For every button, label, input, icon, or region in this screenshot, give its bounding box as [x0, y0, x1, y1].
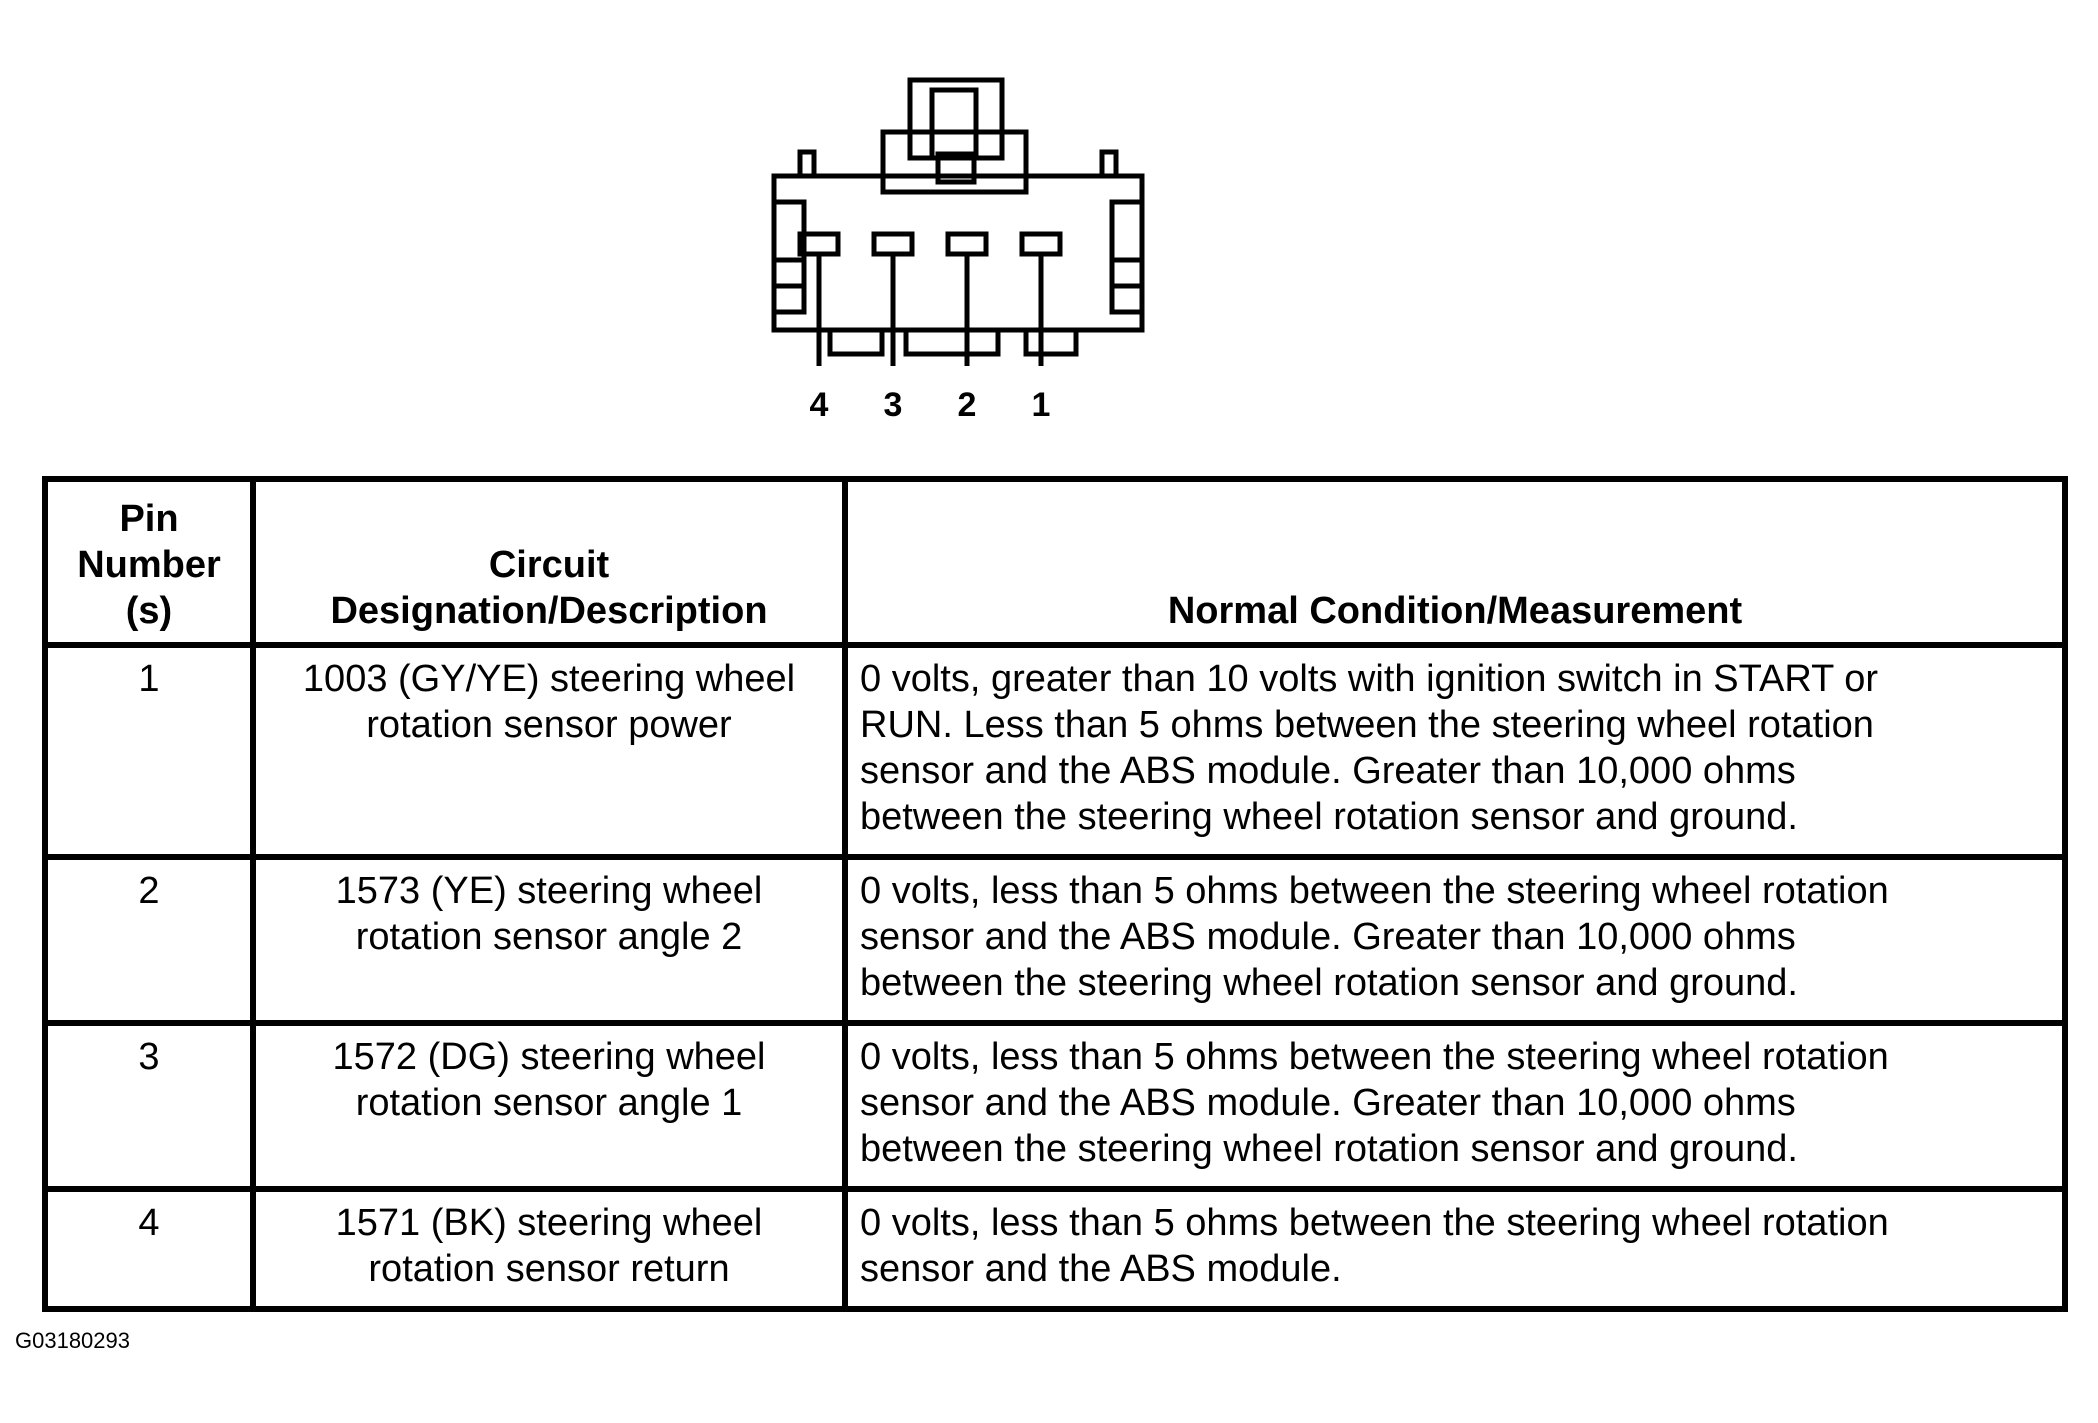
circuit-cell: 1572 (DG) steering wheel rotation sensor… — [250, 1020, 848, 1192]
right-post — [1099, 149, 1119, 176]
pin-cell: 2 — [42, 854, 256, 1026]
normal-cell: 0 volts, less than 5 ohms between the st… — [842, 854, 2068, 1026]
normal-cell: 0 volts, less than 5 ohms between the st… — [842, 1186, 2068, 1312]
normal-cell: 0 volts, greater than 10 volts with igni… — [842, 642, 2068, 860]
header-circuit: Circuit Designation/Description — [250, 476, 848, 648]
pin-table: Pin Number (s) Circuit Designation/Descr… — [42, 476, 2068, 1312]
center-block — [880, 129, 1029, 195]
table-header-row: Pin Number (s) Circuit Designation/Descr… — [42, 476, 2068, 648]
pin-label-4: 4 — [810, 386, 829, 424]
circuit-cell: 1571 (BK) steering wheel rotation sensor… — [250, 1186, 848, 1312]
connector-diagram: 4 3 2 1 — [771, 77, 1145, 424]
pin-label-3: 3 — [884, 386, 903, 424]
figure-code: G03180293 — [15, 1328, 130, 1353]
right-rib — [1109, 199, 1142, 315]
pin-label-1: 1 — [1032, 386, 1051, 424]
pin-cell: 3 — [42, 1020, 256, 1192]
table-row: 1 1003 (GY/YE) steering wheel rotation s… — [42, 642, 2068, 860]
circuit-cell: 1573 (YE) steering wheel rotation sensor… — [250, 854, 848, 1026]
left-post — [797, 149, 817, 176]
normal-cell: 0 volts, less than 5 ohms between the st… — [842, 1020, 2068, 1192]
header-pin-number: Pin Number (s) — [42, 476, 256, 648]
table-row: 2 1573 (YE) steering wheel rotation sens… — [42, 854, 2068, 1026]
bottom-slot-right — [1023, 330, 1079, 357]
left-rib — [774, 199, 807, 315]
pin-cell: 4 — [42, 1186, 256, 1312]
center-window — [935, 151, 977, 185]
table-row: 4 1571 (BK) steering wheel rotation sens… — [42, 1186, 2068, 1312]
bottom-slot-center — [903, 330, 1001, 357]
header-normal-condition: Normal Condition/Measurement — [842, 476, 2068, 648]
pin-cell: 1 — [42, 642, 256, 860]
terminal-1 — [1019, 231, 1063, 257]
terminal-2 — [945, 231, 989, 257]
bottom-slot-left — [827, 330, 885, 357]
connector-body — [771, 173, 1145, 333]
pin-label-2: 2 — [958, 386, 977, 424]
circuit-cell: 1003 (GY/YE) steering wheel rotation sen… — [250, 642, 848, 860]
terminal-3 — [871, 231, 915, 257]
locking-tab-inner — [929, 87, 979, 161]
table-row: 3 1572 (DG) steering wheel rotation sens… — [42, 1020, 2068, 1192]
